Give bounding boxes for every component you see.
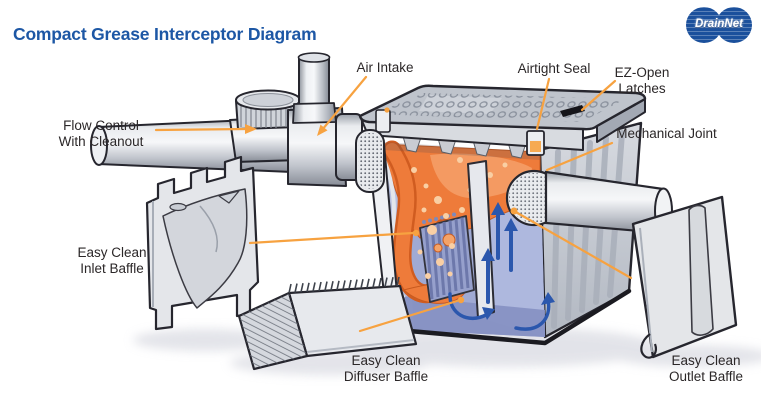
ez-open-latch xyxy=(560,105,585,117)
leader-diffuser-baffle xyxy=(358,299,459,333)
under-lid-shadow xyxy=(384,142,540,160)
leader-air-intake-arrowhead xyxy=(317,124,328,136)
tank-lid xyxy=(358,84,647,156)
label-diffuser-baffle-line2: Diffuser Baffle xyxy=(343,368,429,384)
label-flow-control: Flow Control With Cleanout xyxy=(36,118,166,150)
label-airtight-seal: Airtight Seal xyxy=(504,61,604,77)
seal-dot-left xyxy=(384,107,390,113)
label-outlet-baffle-line1: Easy Clean xyxy=(671,353,741,368)
label-outlet-baffle: Easy Clean Outlet Baffle xyxy=(642,353,761,385)
label-diffuser-baffle-line1: Easy Clean xyxy=(351,353,421,368)
leader-inlet-baffle xyxy=(248,231,415,245)
leader-dot-inlet xyxy=(412,229,420,237)
label-mechanical-joint-text: Mechanical Joint xyxy=(616,126,717,141)
cleanout-cap-inner xyxy=(242,93,294,107)
inlet-coupling xyxy=(355,129,385,193)
leader-outlet-baffle xyxy=(512,209,633,280)
lid-tab-left xyxy=(375,109,391,133)
leader-air-intake xyxy=(320,75,368,132)
tank-bottom-edge xyxy=(395,288,632,346)
label-inlet-baffle: Easy Clean Inlet Baffle xyxy=(56,245,168,277)
leader-mechanical-joint xyxy=(545,141,614,172)
page-title: Compact Grease Interceptor Diagram xyxy=(13,24,317,44)
bottom-water-shade xyxy=(398,296,545,337)
label-airtight-seal-text: Airtight Seal xyxy=(517,61,591,76)
leader-flow-control xyxy=(154,127,248,132)
label-ez-open-latches: EZ-Open Latches xyxy=(598,65,686,97)
inlet-baffle-part xyxy=(145,155,260,331)
leader-flow-control-arrowhead xyxy=(245,124,257,134)
label-diffuser-baffle: Easy Clean Diffuser Baffle xyxy=(322,353,450,385)
label-flow-control-line2: With Cleanout xyxy=(58,133,144,149)
logo-text: DrainNet xyxy=(695,18,743,30)
logo-circle-right xyxy=(716,7,752,43)
label-ez-open-line1: EZ-Open xyxy=(614,65,670,80)
label-flow-control-line1: Flow Control xyxy=(63,118,139,133)
label-inlet-baffle-line1: Easy Clean xyxy=(77,245,147,260)
outlet-assembly xyxy=(505,169,673,235)
flow-arrows xyxy=(448,202,555,331)
label-outlet-baffle-line2: Outlet Baffle xyxy=(668,368,744,384)
label-mechanical-joint: Mechanical Joint xyxy=(604,126,729,142)
label-inlet-baffle-line2: Inlet Baffle xyxy=(80,260,144,276)
leader-airtight-seal xyxy=(535,77,551,131)
label-ez-open-line2: Latches xyxy=(618,80,666,96)
leader-ez-open xyxy=(580,79,617,112)
grease-bubbles xyxy=(411,157,508,279)
leader-lines xyxy=(154,75,633,333)
label-air-intake-text: Air Intake xyxy=(356,60,414,75)
leader-dot-diffuser xyxy=(457,296,465,304)
inlet-pipe-end xyxy=(90,125,108,166)
airtight-seal-gasket xyxy=(530,141,541,152)
leader-dot-outlet xyxy=(510,207,518,215)
air-pipe-top xyxy=(297,52,331,63)
label-air-intake: Air Intake xyxy=(339,60,431,76)
drainnet-logo: DrainNet xyxy=(686,6,754,44)
outlet-baffle-part xyxy=(631,195,738,359)
diffuser-inplace xyxy=(419,212,475,303)
